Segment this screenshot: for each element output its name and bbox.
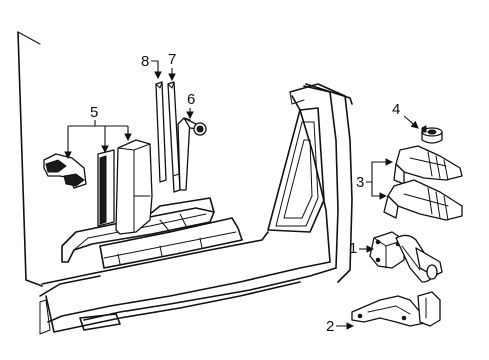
callout-8: 8	[141, 53, 162, 80]
part-1-tire-carrier	[369, 231, 443, 283]
callout-5: 5	[64, 104, 132, 160]
callout-4-leader	[403, 115, 419, 129]
callout-5-number: 5	[90, 104, 98, 121]
callout-3-leader-lower	[371, 182, 388, 200]
callout-8-leader	[151, 60, 162, 80]
callout-3-number: 3	[356, 174, 364, 191]
callout-6: 6	[186, 91, 195, 120]
callout-7-number: 7	[168, 51, 176, 68]
callout-2-number: 2	[326, 318, 334, 335]
part-2-mounting-bracket	[351, 291, 441, 327]
callout-4: 4	[392, 101, 419, 129]
part-8-extension-rod	[155, 81, 167, 183]
callout-3: 3	[356, 158, 394, 200]
callout-7: 7	[168, 51, 176, 82]
callout-1-number: 1	[349, 240, 357, 257]
callout-1: 1	[349, 240, 375, 257]
callout-8-number: 8	[141, 53, 149, 70]
callout-4-number: 4	[392, 101, 400, 118]
callout-6-number: 6	[187, 91, 195, 108]
callout-3-leader-upper	[366, 158, 394, 183]
callout-2: 2	[326, 318, 355, 335]
vehicle-body-outline	[17, 31, 353, 335]
part-5-jack-cover	[43, 139, 153, 235]
part-4-retainer-nut	[421, 125, 443, 144]
part-6-lug-wrench	[177, 117, 207, 191]
part-3-brackets	[383, 145, 463, 221]
